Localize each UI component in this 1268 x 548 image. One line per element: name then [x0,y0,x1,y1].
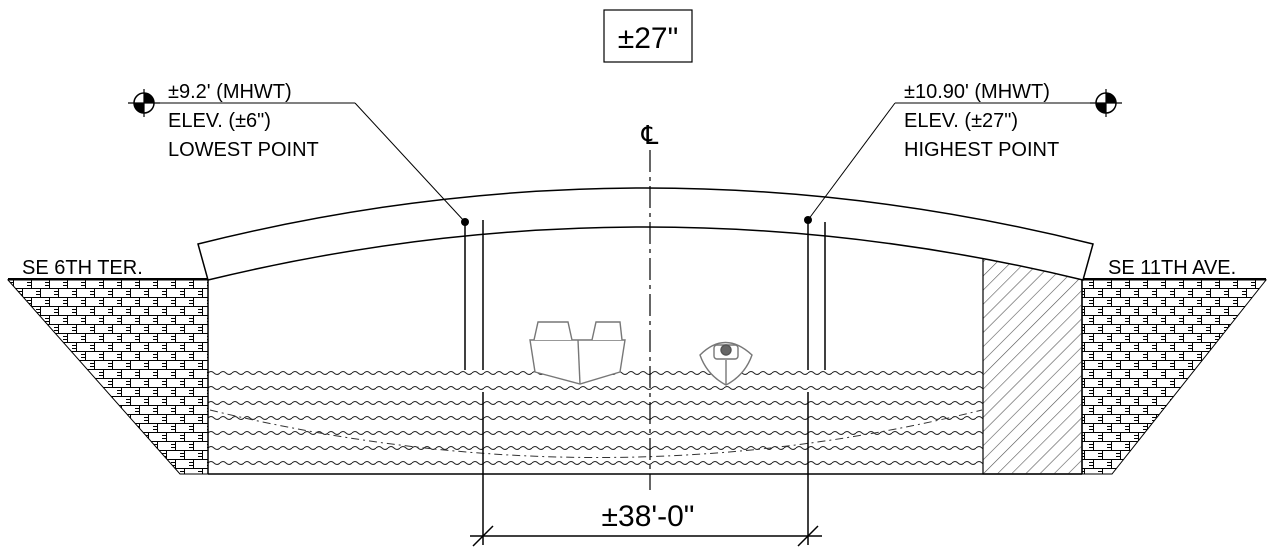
left-leader-line [160,102,469,226]
left-callout-line3: LOWEST POINT [168,139,319,161]
channel [207,280,1083,475]
right-abutment-hatch [982,251,1083,475]
right-callout-line3: HIGHEST POINT [904,139,1059,161]
right-callout: ±10.90' (MHWT) ELEV. (±27") HIGHEST POIN… [904,81,1059,161]
span-dimension-text: ±38'-0" [602,500,695,533]
left-embankment [6,278,209,475]
clearance-box: ±27" [603,9,693,63]
right-street-label: SE 11TH AVE. [1108,257,1236,279]
left-callout: ±9.2' (MHWT) ELEV. (±6") LOWEST POINT [168,81,319,161]
right-callout-line1: ±10.90' (MHWT) [904,81,1050,103]
left-callout-line1: ±9.2' (MHWT) [168,81,292,103]
right-pier [807,220,826,370]
right-embankment [1081,278,1268,475]
boat-icon [699,341,753,386]
left-pier [464,220,484,370]
arch-deck [197,187,1094,281]
right-callout-line2: ELEV. (±27") [904,110,1018,132]
boat-icon [529,321,626,385]
span-dimension-line [470,392,822,547]
left-callout-line2: ELEV. (±6") [168,110,271,132]
centerline-symbol: ℄ [641,120,659,150]
clearance-box-text: ±27" [618,22,678,55]
left-street-label: SE 6TH TER. [22,257,143,279]
right-leader-line [804,102,1095,224]
elevation-marker-icon [1090,89,1122,117]
elevation-marker-icon [128,89,160,117]
